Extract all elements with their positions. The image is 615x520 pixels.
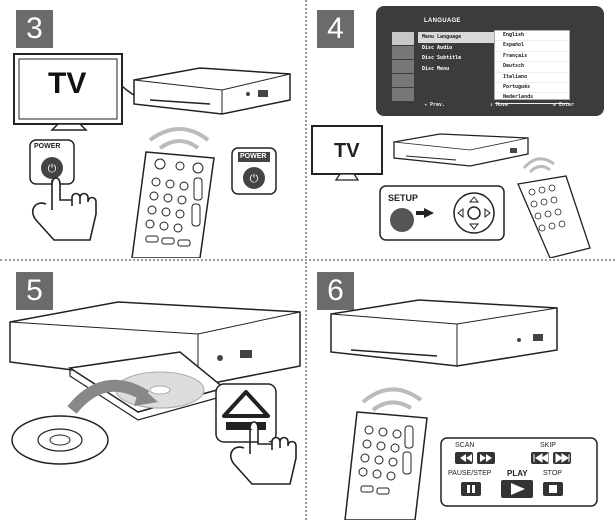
signal-waves-icon bbox=[148, 127, 210, 150]
vertical-divider-top bbox=[305, 0, 307, 258]
svg-text:⏻: ⏻ bbox=[250, 173, 259, 185]
option-item[interactable]: Français bbox=[495, 52, 569, 63]
tv-label: TV bbox=[334, 140, 360, 162]
footer-enter: ⊙ Enter bbox=[552, 102, 574, 108]
step-number: 6 bbox=[317, 272, 354, 310]
step-4-illustration bbox=[311, 125, 591, 258]
audio-tab-icon bbox=[392, 60, 414, 73]
dvd-player-icon bbox=[330, 299, 558, 367]
signal-waves-icon bbox=[361, 387, 423, 412]
lock-tab-icon bbox=[392, 74, 414, 87]
step-5-illustration bbox=[9, 301, 301, 485]
option-item[interactable]: Español bbox=[495, 41, 569, 52]
power-button-callout: ⏻ bbox=[29, 139, 75, 185]
pause-step-label: PAUSE/STEP bbox=[448, 470, 492, 477]
menu-title: LANGUAGE bbox=[424, 18, 461, 24]
option-item[interactable]: Italiano bbox=[495, 73, 569, 83]
remote-control-icon bbox=[344, 411, 428, 520]
svg-text:⏻: ⏻ bbox=[48, 163, 57, 175]
playback-buttons-callout bbox=[440, 437, 598, 507]
hand-icon bbox=[31, 177, 97, 241]
menu-rows: Menu Language Disc Audio Disc Subtitle D… bbox=[418, 32, 548, 74]
option-item[interactable]: English bbox=[495, 31, 569, 42]
menu-footer: ◂ Prev. ⇕ Move ⊙ Enter bbox=[424, 102, 574, 108]
insert-arrow-icon bbox=[67, 379, 150, 414]
menu-side-icons bbox=[392, 32, 414, 102]
option-item[interactable]: Nederlands bbox=[495, 93, 569, 104]
step-number: 4 bbox=[317, 10, 354, 48]
play-label: PLAY bbox=[507, 469, 528, 478]
eject-button-callout bbox=[215, 383, 277, 443]
menu-row[interactable]: Disc Audio bbox=[422, 44, 453, 51]
stop-label: STOP bbox=[543, 470, 562, 477]
step-number: 3 bbox=[16, 10, 53, 48]
step-5-panel: 5 bbox=[0, 262, 304, 520]
option-item[interactable]: Deutsch bbox=[495, 62, 569, 73]
setup-button-label: SETUP bbox=[388, 193, 419, 203]
step-3-illustration: ⏻ bbox=[13, 53, 291, 258]
remote-control-icon bbox=[517, 175, 591, 258]
step-6-illustration bbox=[330, 299, 598, 520]
step-4-panel: 4 bbox=[307, 0, 615, 258]
remote-power-callout: ⏻ bbox=[231, 147, 277, 195]
dvd-player-icon bbox=[393, 133, 529, 167]
step-3-panel: 3 ⏻ bbox=[0, 0, 304, 258]
language-options: English Español Français Deutsch Italian… bbox=[494, 30, 570, 104]
horizontal-divider bbox=[0, 259, 615, 261]
setup-callout bbox=[379, 185, 505, 241]
disc-icon bbox=[11, 415, 109, 465]
menu-row[interactable]: Menu Language bbox=[418, 32, 548, 43]
step-number: 5 bbox=[16, 272, 53, 310]
vertical-divider-bottom bbox=[305, 262, 307, 520]
footer-move: ⇕ Move bbox=[489, 102, 509, 108]
hand-icon bbox=[229, 421, 297, 485]
others-tab-icon bbox=[392, 88, 414, 101]
menu-row[interactable]: Disc Subtitle bbox=[422, 55, 462, 61]
dvd-player-icon bbox=[133, 67, 291, 115]
tv-icon bbox=[13, 53, 151, 131]
tv-icon bbox=[311, 125, 383, 181]
step-6-panel: 6 bbox=[307, 262, 615, 520]
power-button-label: POWER bbox=[34, 143, 61, 150]
scan-label: SCAN bbox=[455, 442, 475, 449]
display-tab-icon bbox=[392, 46, 414, 59]
skip-label: SKIP bbox=[540, 442, 556, 449]
language-menu-screen: LANGUAGE Menu Language Disc Audio Disc S… bbox=[376, 6, 604, 116]
signal-waves-icon bbox=[522, 157, 555, 174]
footer-prev: ◂ Prev. bbox=[424, 102, 446, 108]
option-item[interactable]: Português bbox=[495, 83, 569, 94]
remote-power-label: POWER bbox=[240, 153, 267, 160]
menu-row[interactable]: Disc Menu bbox=[422, 65, 450, 72]
language-tab-icon bbox=[392, 32, 414, 45]
remote-control-icon bbox=[131, 151, 215, 258]
tv-label: TV bbox=[48, 67, 87, 100]
